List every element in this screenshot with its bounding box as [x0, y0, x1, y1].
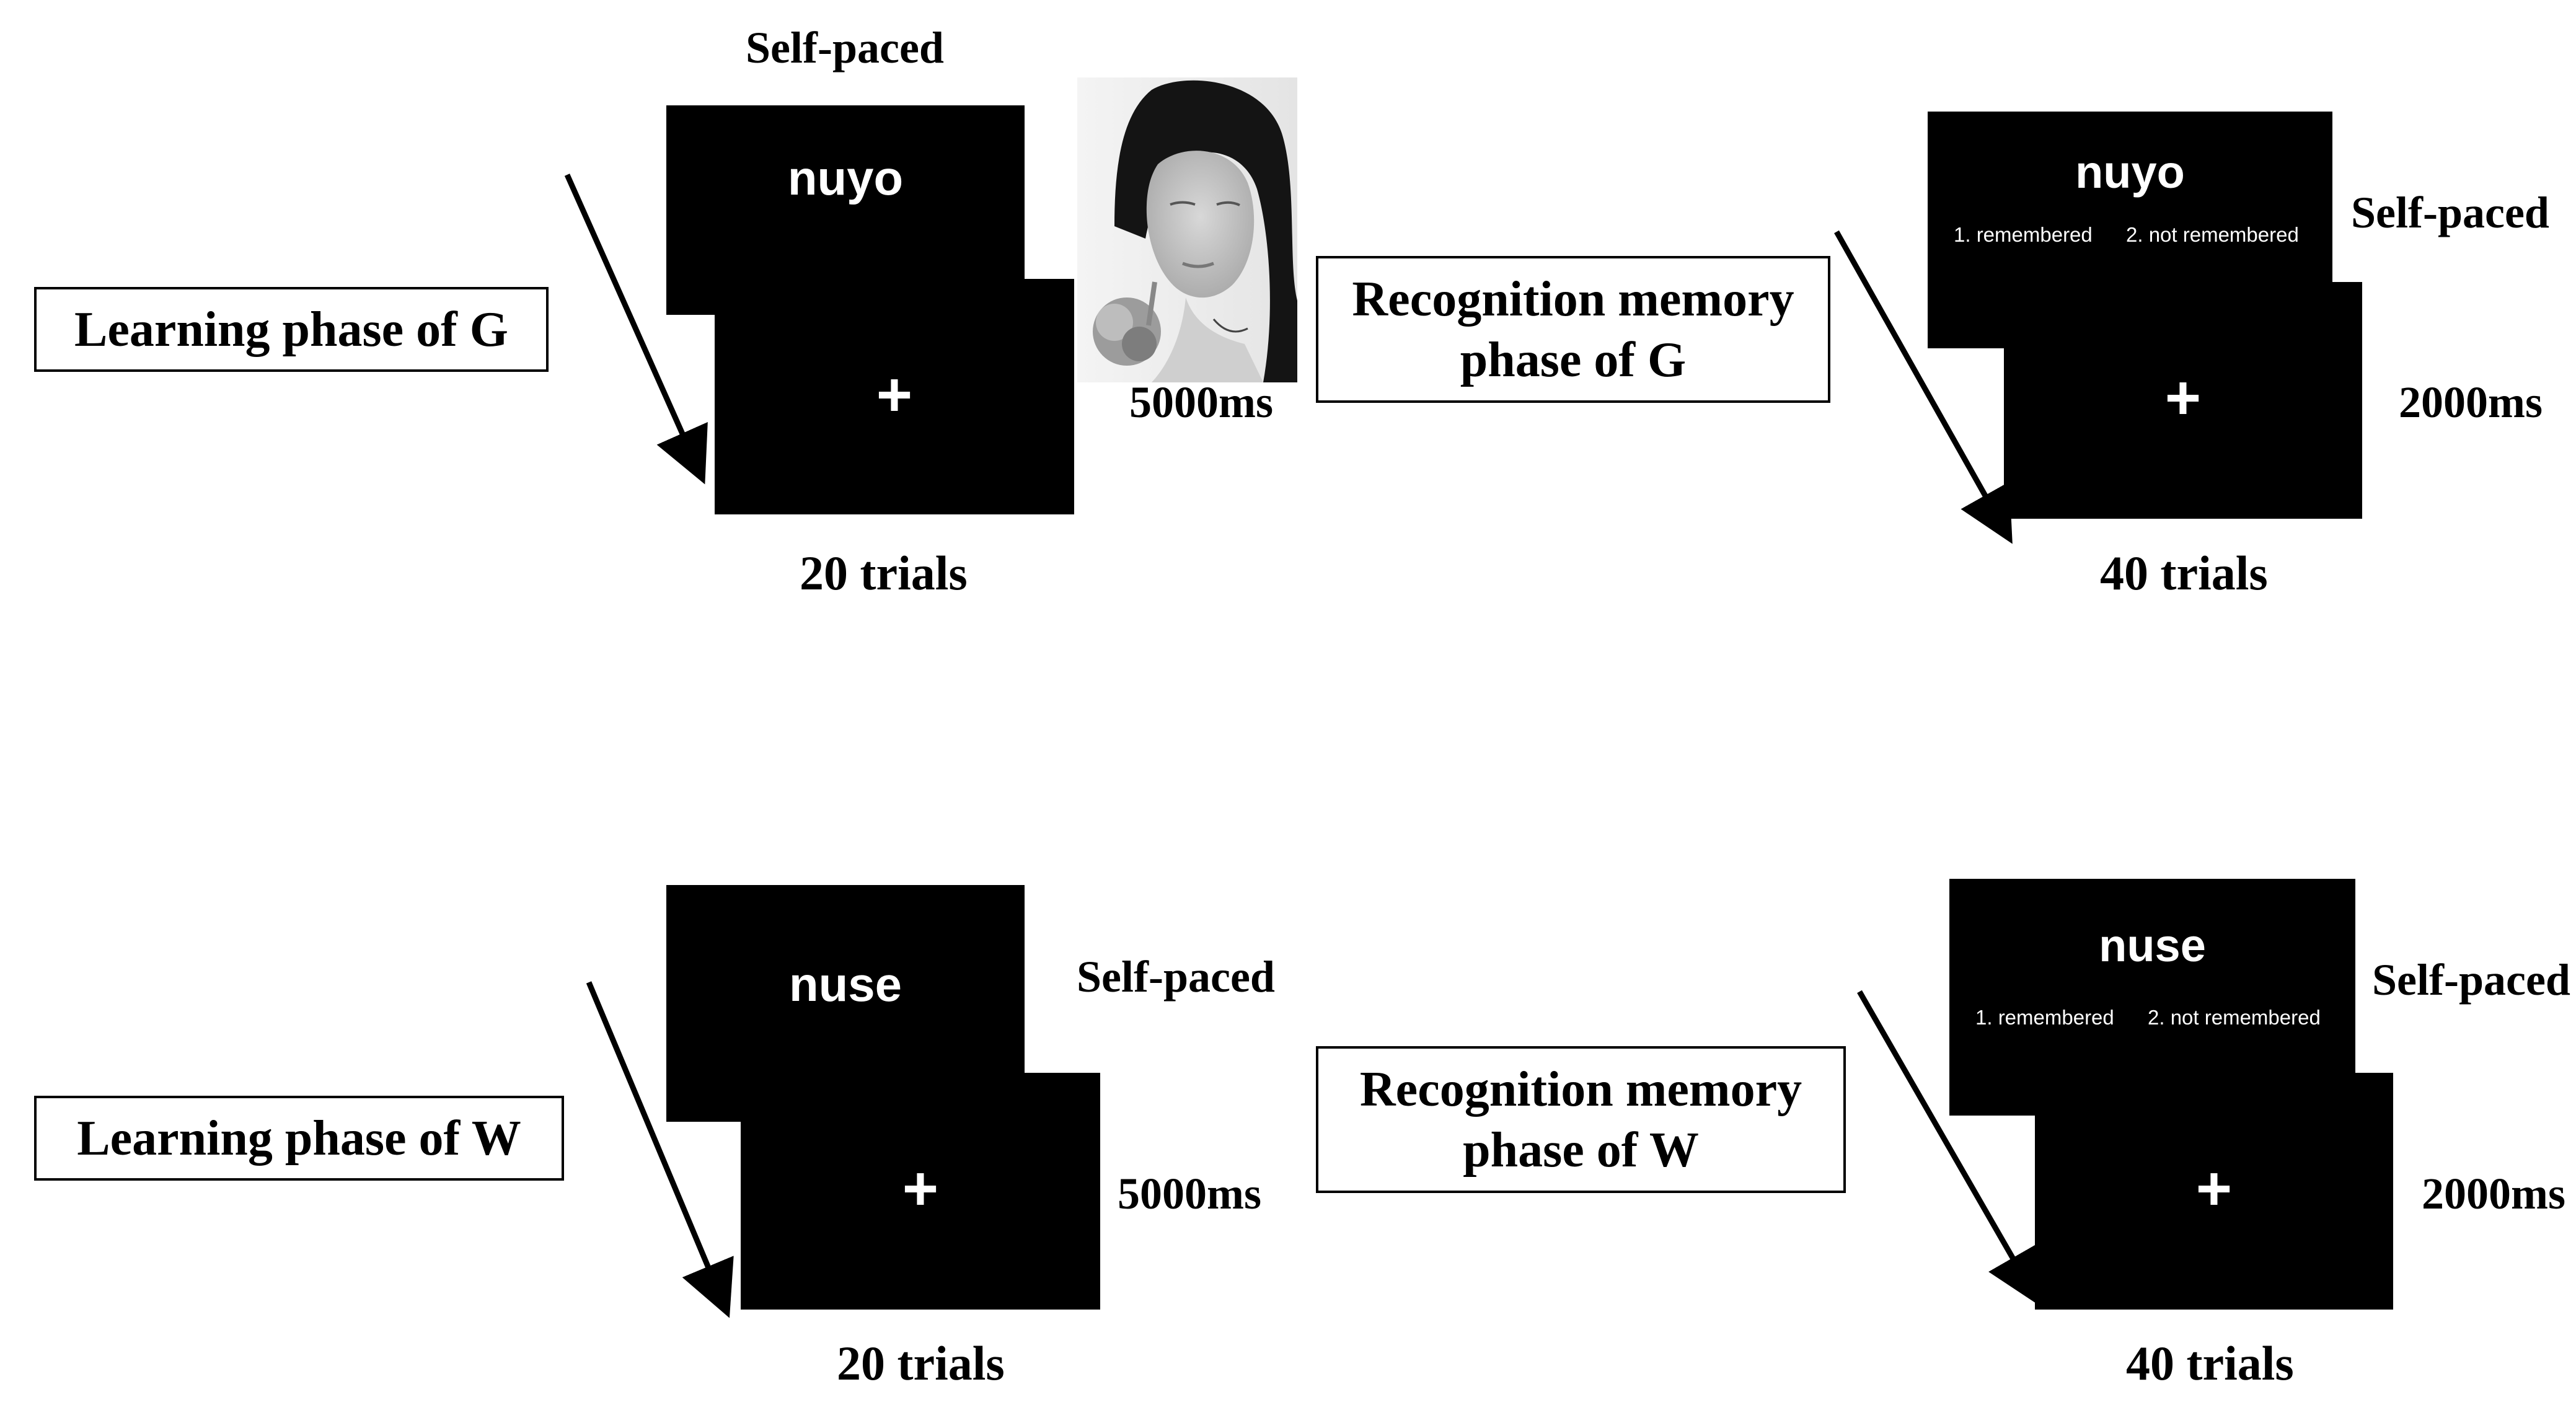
recognition-phase-g-box: Recognition memory phase of G	[1316, 256, 1830, 403]
learning-g-pacing-label: Self-paced	[746, 23, 944, 73]
recognition-phase-g-label-line1: Recognition memory	[1352, 271, 1794, 327]
learning-phase-g-box: Learning phase of G	[34, 287, 549, 372]
recognition-w-option-not-remembered: 2. not remembered	[2148, 1006, 2321, 1029]
recognition-g-pacing-label: Self-paced	[2351, 188, 2549, 237]
learning-w-fixation-screen: +	[741, 1073, 1100, 1310]
arrow-recognition-w	[1857, 990, 2040, 1306]
learning-phase-w-label: Learning phase of W	[77, 1111, 521, 1166]
face-photo	[1077, 77, 1297, 382]
recognition-w-pacing-label: Self-paced	[2372, 955, 2570, 1005]
recognition-g-stimulus-word: nuyo	[2075, 146, 2185, 198]
recognition-w-trials-label: 40 trials	[2126, 1336, 2294, 1390]
recognition-g-fixation-screen: +	[2004, 282, 2362, 519]
recognition-w-duration-label: 2000ms	[2422, 1169, 2565, 1218]
arrow-recognition-g	[1834, 230, 2013, 544]
learning-g-duration-label: 5000ms	[1129, 377, 1273, 427]
recognition-phase-w-label-line2: phase of W	[1463, 1122, 1699, 1178]
learning-g-fixation-screen: +	[715, 279, 1074, 514]
recognition-w-fixation-cross: +	[2195, 1154, 2233, 1223]
arrow-learning-g	[564, 174, 708, 485]
arrow-learning-w	[586, 981, 734, 1318]
learning-g-stimulus-word: nuyo	[787, 151, 904, 205]
learning-w-fixation-cross: +	[902, 1154, 939, 1223]
recognition-g-fixation-cross: +	[2164, 363, 2202, 433]
learning-phase-g-label: Learning phase of G	[74, 302, 509, 357]
learning-g-trials-label: 20 trials	[800, 546, 968, 600]
recognition-g-trials-label: 40 trials	[2100, 546, 2268, 600]
recognition-w-fixation-screen: +	[2035, 1073, 2393, 1310]
recognition-g-option-not-remembered: 2. not remembered	[2126, 223, 2299, 246]
learning-phase-w-box: Learning phase of W	[34, 1096, 564, 1181]
recognition-w-stimulus-word: nuse	[2099, 920, 2206, 971]
recognition-g-option-remembered: 1. remembered	[1954, 223, 2093, 246]
learning-w-pacing-label: Self-paced	[1077, 952, 1275, 1002]
learning-w-trials-label: 20 trials	[837, 1336, 1005, 1390]
learning-w-stimulus-word: nuse	[788, 957, 902, 1011]
recognition-phase-w-label-line1: Recognition memory	[1359, 1062, 1802, 1117]
learning-w-duration-label: 5000ms	[1118, 1169, 1261, 1218]
recognition-phase-g-label-line2: phase of G	[1460, 332, 1687, 387]
recognition-g-duration-label: 2000ms	[2399, 377, 2543, 427]
learning-g-fixation-cross: +	[876, 360, 913, 429]
recognition-phase-w-box: Recognition memory phase of W	[1316, 1046, 1846, 1193]
recognition-w-option-remembered: 1. remembered	[1975, 1006, 2114, 1029]
